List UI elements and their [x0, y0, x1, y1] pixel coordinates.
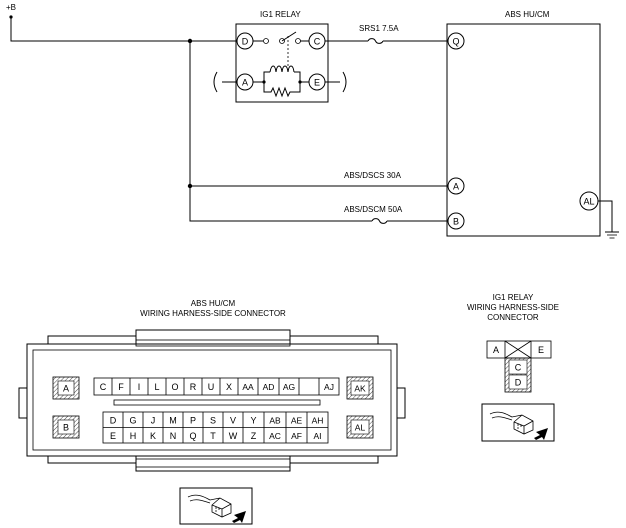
relay-connector-title-2: WIRING HARNESS-SIDE [467, 303, 559, 312]
svg-text:M: M [169, 416, 177, 426]
abs-big-pin-a: A [52, 376, 80, 400]
fuse-dscs-label: ABS/DSCS 30A [344, 171, 402, 180]
svg-text:AJ: AJ [324, 382, 334, 392]
abs-connector-title-2: WIRING HARNESS-SIDE CONNECTOR [140, 309, 286, 318]
svg-text:K: K [150, 431, 156, 441]
schematic: +B IG1 RELAY D C A E [6, 3, 619, 239]
relay-connector: IG1 RELAY WIRING HARNESS-SIDE CONNECTOR … [467, 293, 559, 442]
module-pin-q-label: Q [452, 37, 459, 47]
svg-text:Q: Q [189, 431, 196, 441]
svg-text:N: N [170, 431, 177, 441]
svg-text:AH: AH [312, 416, 324, 426]
relay-connector-title-3: CONNECTOR [487, 313, 539, 322]
abs-big-pin-ak: AK [346, 376, 374, 400]
abs-connector-title-1: ABS HU/CM [191, 299, 236, 308]
svg-text:AK: AK [354, 384, 366, 394]
connector-view-icon [179, 487, 253, 525]
relay-pin-e-label: E [314, 78, 320, 88]
relay-conn-pin-a: A [493, 345, 499, 355]
svg-text:O: O [171, 382, 178, 392]
svg-text:H: H [130, 431, 137, 441]
svg-text:R: R [190, 382, 197, 392]
svg-text:Y: Y [250, 416, 256, 426]
svg-text:E: E [110, 431, 116, 441]
module-title: ABS HU/CM [505, 10, 550, 19]
relay-pin-c-label: C [314, 37, 321, 47]
svg-text:D: D [110, 416, 117, 426]
svg-text:Z: Z [251, 431, 257, 441]
svg-text:AL: AL [355, 423, 366, 433]
fuse-dscm-label: ABS/DSCM 50A [344, 205, 403, 214]
svg-text:P: P [190, 416, 196, 426]
relay-conn-pin-e: E [538, 345, 544, 355]
svg-text:AD: AD [263, 382, 275, 392]
abs-connector-key [113, 399, 321, 406]
svg-text:W: W [229, 431, 238, 441]
fuse-srs1-label: SRS1 7.5A [359, 24, 399, 33]
abs-pin-rows-lower: D G J M P S V Y AB AE AH E H K N Q T W Z… [102, 411, 329, 444]
module-pin-al-label: AL [583, 197, 594, 207]
module-pin-a [447, 177, 465, 195]
module-pin-b [447, 212, 465, 230]
svg-text:AA: AA [242, 382, 254, 392]
module-pin-q [447, 32, 465, 50]
relay-switch [253, 31, 309, 68]
svg-text:I: I [138, 382, 141, 392]
svg-text:L: L [154, 382, 159, 392]
module-pin-b-label: B [453, 217, 459, 227]
power-label: +B [6, 3, 16, 12]
svg-text:AC: AC [269, 431, 281, 441]
relay-title: IG1 RELAY [260, 10, 301, 19]
svg-text:C: C [100, 382, 107, 392]
relay-conn-pin-d: D [515, 378, 522, 388]
abs-module-box [446, 23, 601, 237]
svg-text:AB: AB [269, 416, 281, 426]
abs-pin-row-top: C F I L O R U X AA AD AG AJ AJ [93, 377, 340, 396]
relay-connector-view-icon [481, 403, 555, 442]
fuse-srs1 [367, 38, 384, 44]
module-pin-a-label: A [453, 182, 459, 192]
abs-connector: ABS HU/CM WIRING HARNESS-SIDE CONNECTOR … [18, 299, 406, 525]
relay-pin-a-label: A [242, 78, 248, 88]
relay-pin-d-label: D [242, 37, 249, 47]
relay-conn-pin-c: C [515, 363, 522, 373]
abs-big-pin-b: B [52, 415, 80, 439]
svg-text:AG: AG [283, 382, 295, 392]
svg-text:S: S [210, 416, 216, 426]
ground-icon [598, 200, 619, 239]
abs-big-pin-al: AL [346, 415, 374, 439]
svg-text:J: J [151, 416, 156, 426]
svg-text:V: V [230, 416, 236, 426]
svg-text:U: U [208, 382, 215, 392]
relay-coil [253, 65, 309, 98]
svg-text:G: G [129, 416, 136, 426]
svg-text:A: A [63, 384, 69, 394]
svg-text:AF: AF [291, 431, 302, 441]
svg-text:X: X [226, 382, 232, 392]
svg-text:AE: AE [291, 416, 303, 426]
svg-text:AI: AI [313, 431, 321, 441]
svg-text:B: B [63, 423, 69, 433]
svg-text:F: F [118, 382, 124, 392]
svg-text:T: T [210, 431, 216, 441]
relay-connector-title-1: IG1 RELAY [493, 293, 534, 302]
